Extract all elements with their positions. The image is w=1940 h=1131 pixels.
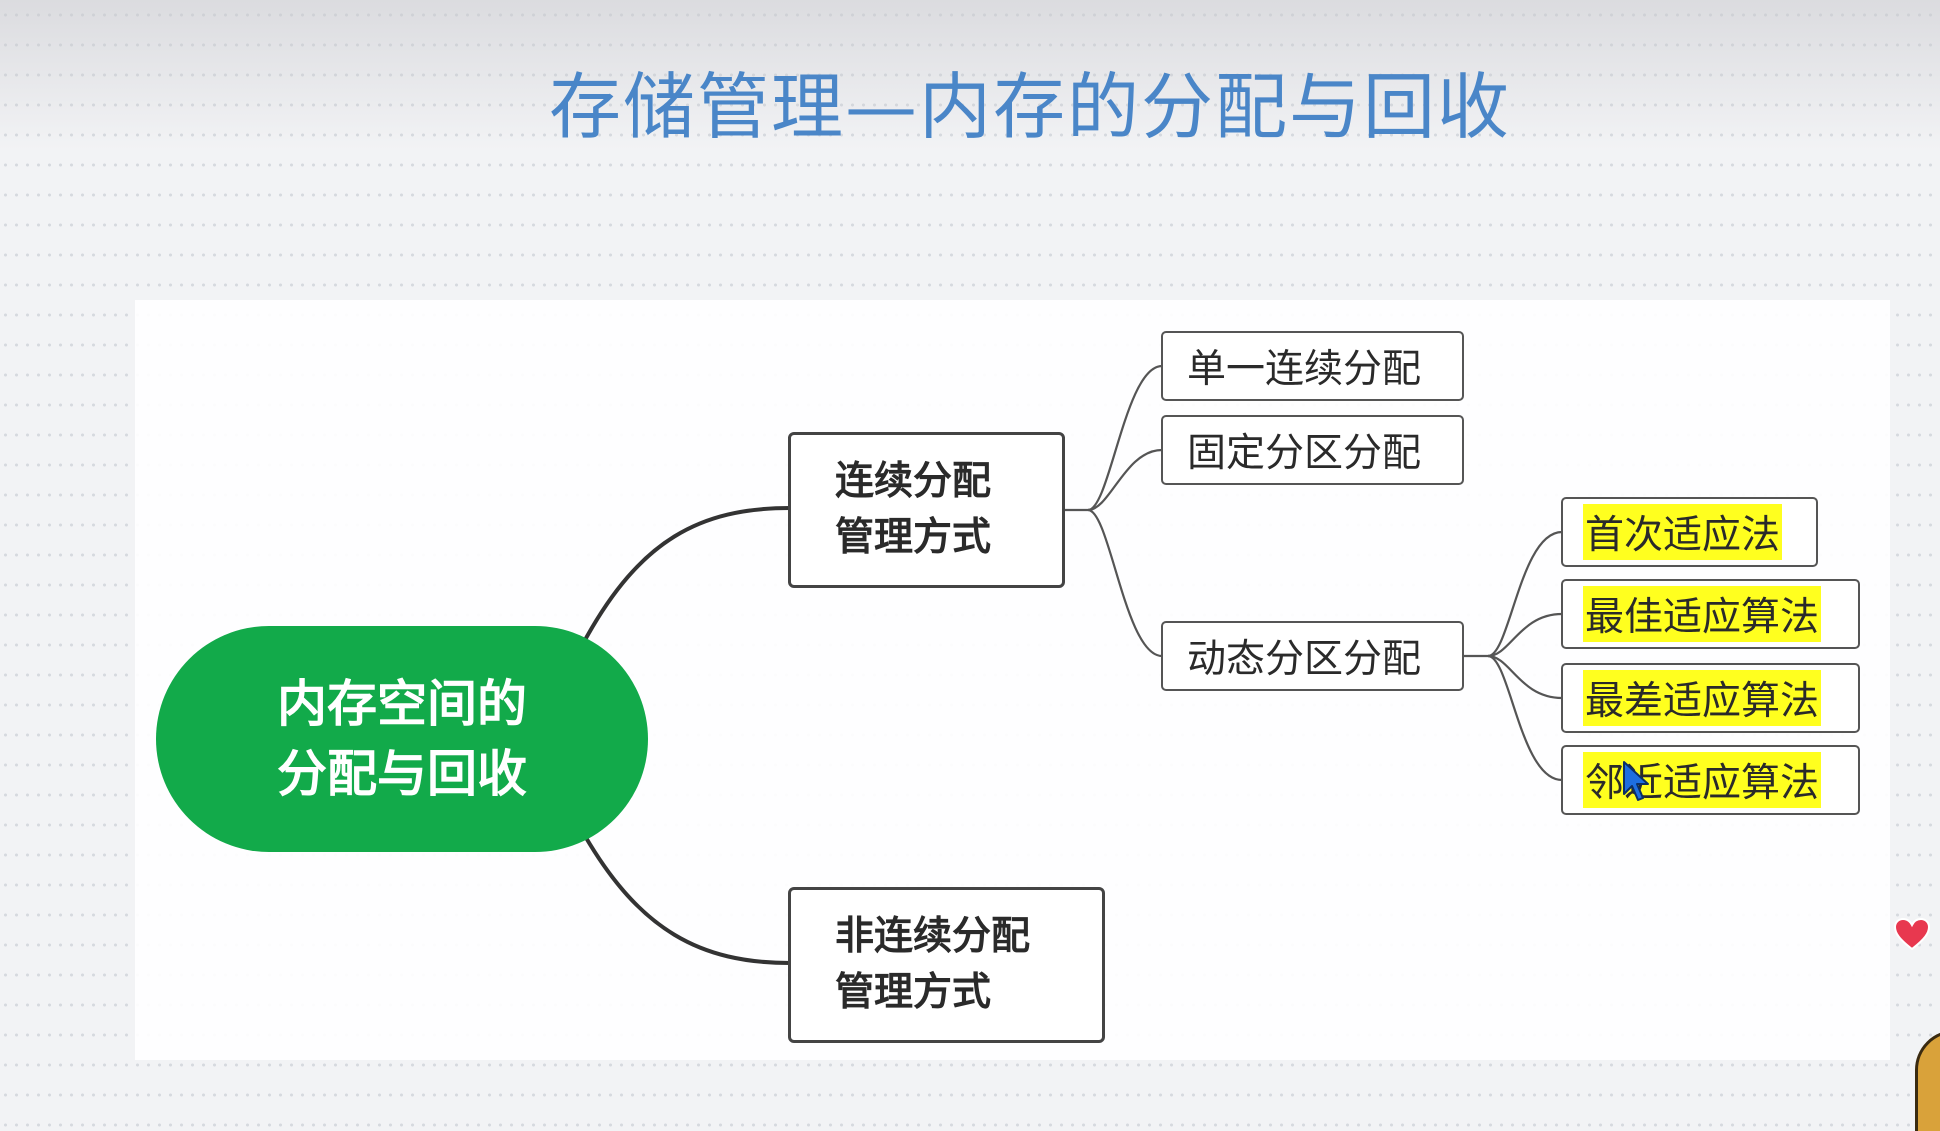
node-next-fit-label: 邻近适应算法 (1583, 752, 1822, 808)
slide-title: 存储管理—内存的分配与回收 (548, 65, 1511, 149)
root-line-2: 分配与回收 (277, 745, 527, 803)
node-worst-fit-label: 最差适应算法 (1583, 670, 1822, 726)
node-first-fit-label: 首次适应法 (1583, 504, 1783, 560)
connector-continuous-fixed (1087, 448, 1163, 512)
node-single-contiguous[interactable]: 单一连续分配 (1161, 331, 1464, 401)
node-single-contiguous-label: 单一连续分配 (1187, 347, 1422, 392)
node-noncontinuous-allocation[interactable]: 非连续分配 管理方式 (788, 887, 1105, 1043)
node-dynamic-partition-label: 动态分区分配 (1187, 637, 1422, 682)
node-continuous-allocation[interactable]: 连续分配 管理方式 (788, 432, 1065, 588)
mouse-pointer-icon (1623, 761, 1649, 801)
node-first-fit[interactable]: 首次适应法 (1561, 497, 1818, 567)
top-fade (0, 0, 1940, 150)
heart-icon (1893, 917, 1931, 951)
node-dynamic-partition[interactable]: 动态分区分配 (1161, 621, 1464, 691)
connector-root-branch-continuous (583, 506, 791, 641)
node-continuous-line-2: 管理方式 (835, 515, 992, 560)
node-continuous-line-1: 连续分配 (835, 459, 992, 504)
node-next-fit[interactable]: 邻近适应算法 (1561, 745, 1860, 815)
connector-dynamic-best (1487, 612, 1563, 658)
root-line-1: 内存空间的 (277, 675, 527, 733)
mindmap-root-node[interactable]: 内存空间的 分配与回收 (156, 626, 648, 852)
node-fixed-partition-label: 固定分区分配 (1187, 431, 1422, 476)
node-noncontinuous-line-2: 管理方式 (835, 970, 992, 1015)
connector-root-branch-noncontinuous (583, 834, 791, 965)
connector-dynamic-next (1487, 654, 1563, 782)
connector-continuous-dynamic (1087, 508, 1163, 658)
node-worst-fit[interactable]: 最差适应算法 (1561, 663, 1860, 733)
node-fixed-partition[interactable]: 固定分区分配 (1161, 415, 1464, 485)
connector-dynamic-first (1463, 530, 1563, 658)
node-best-fit[interactable]: 最佳适应算法 (1561, 579, 1860, 649)
node-noncontinuous-line-1: 非连续分配 (835, 914, 1031, 959)
node-best-fit-label: 最佳适应算法 (1583, 586, 1822, 642)
connector-dynamic-worst (1487, 654, 1563, 700)
